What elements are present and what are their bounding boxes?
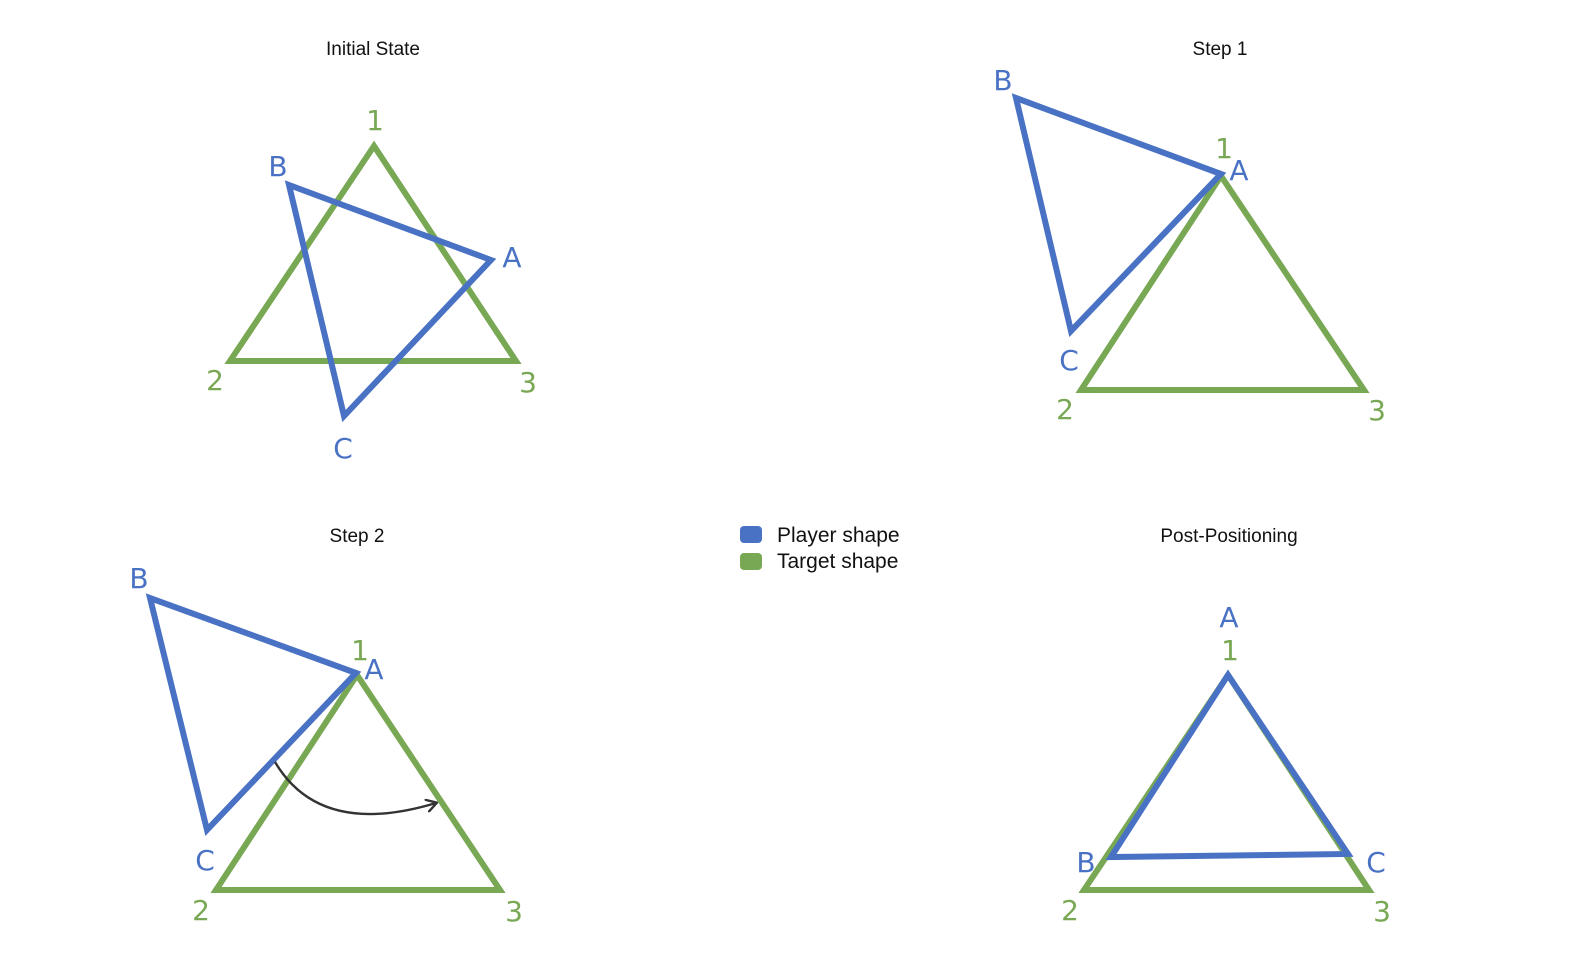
panel-title: Step 1	[1193, 39, 1248, 60]
legend-label-target: Target shape	[777, 550, 898, 573]
target-triangle	[210, 669, 506, 893]
panel-title: Initial State	[326, 39, 420, 60]
vertex-label-3: 3	[519, 366, 537, 399]
panel-step-1: Step 1 1 2 3 A B C	[993, 39, 1386, 427]
panel-post-positioning: Post-Positioning 1 2 3 A B C	[1061, 526, 1391, 928]
vertex-label-1: 1	[351, 634, 369, 667]
vertex-label-a: A	[1219, 601, 1238, 634]
player-triangle	[1011, 93, 1227, 338]
vertex-label-3: 3	[1368, 394, 1386, 427]
legend: Player shape Target shape	[740, 524, 900, 573]
vertex-label-a: A	[502, 241, 521, 274]
player-triangle	[1105, 669, 1354, 861]
vertex-label-2: 2	[1056, 393, 1074, 426]
vertex-label-c: C	[1366, 846, 1386, 879]
vertex-label-b: B	[993, 64, 1012, 97]
vertex-label-3: 3	[505, 895, 523, 928]
target-triangle	[224, 140, 522, 364]
vertex-label-c: C	[333, 432, 353, 465]
vertex-label-3: 3	[1373, 895, 1391, 928]
panel-title: Post-Positioning	[1160, 526, 1297, 547]
vertex-label-c: C	[1059, 344, 1079, 377]
panel-initial-state: Initial State 1 2 3 A B C	[206, 39, 537, 465]
vertex-label-1: 1	[1215, 132, 1233, 165]
vertex-label-c: C	[195, 844, 215, 877]
player-triangle	[145, 593, 362, 837]
vertex-label-a: A	[364, 653, 383, 686]
vertex-label-2: 2	[206, 364, 224, 397]
vertex-label-b: B	[1076, 846, 1095, 879]
rotation-arrow-icon	[273, 761, 436, 816]
vertex-label-2: 2	[1061, 894, 1079, 927]
vertex-label-1: 1	[366, 104, 384, 137]
vertex-label-b: B	[129, 562, 148, 595]
legend-swatch-target	[740, 553, 762, 570]
player-triangle	[284, 180, 497, 423]
panel-step-2: Step 2 1 2 3 A B C	[129, 526, 523, 928]
vertex-label-2: 2	[192, 894, 210, 927]
target-triangle	[1075, 170, 1370, 393]
vertex-label-1: 1	[1221, 634, 1239, 667]
vertex-label-b: B	[268, 150, 287, 183]
legend-label-player: Player shape	[777, 524, 900, 547]
legend-swatch-player	[740, 526, 762, 543]
panel-title: Step 2	[330, 526, 385, 547]
vertex-label-a: A	[1229, 154, 1248, 187]
